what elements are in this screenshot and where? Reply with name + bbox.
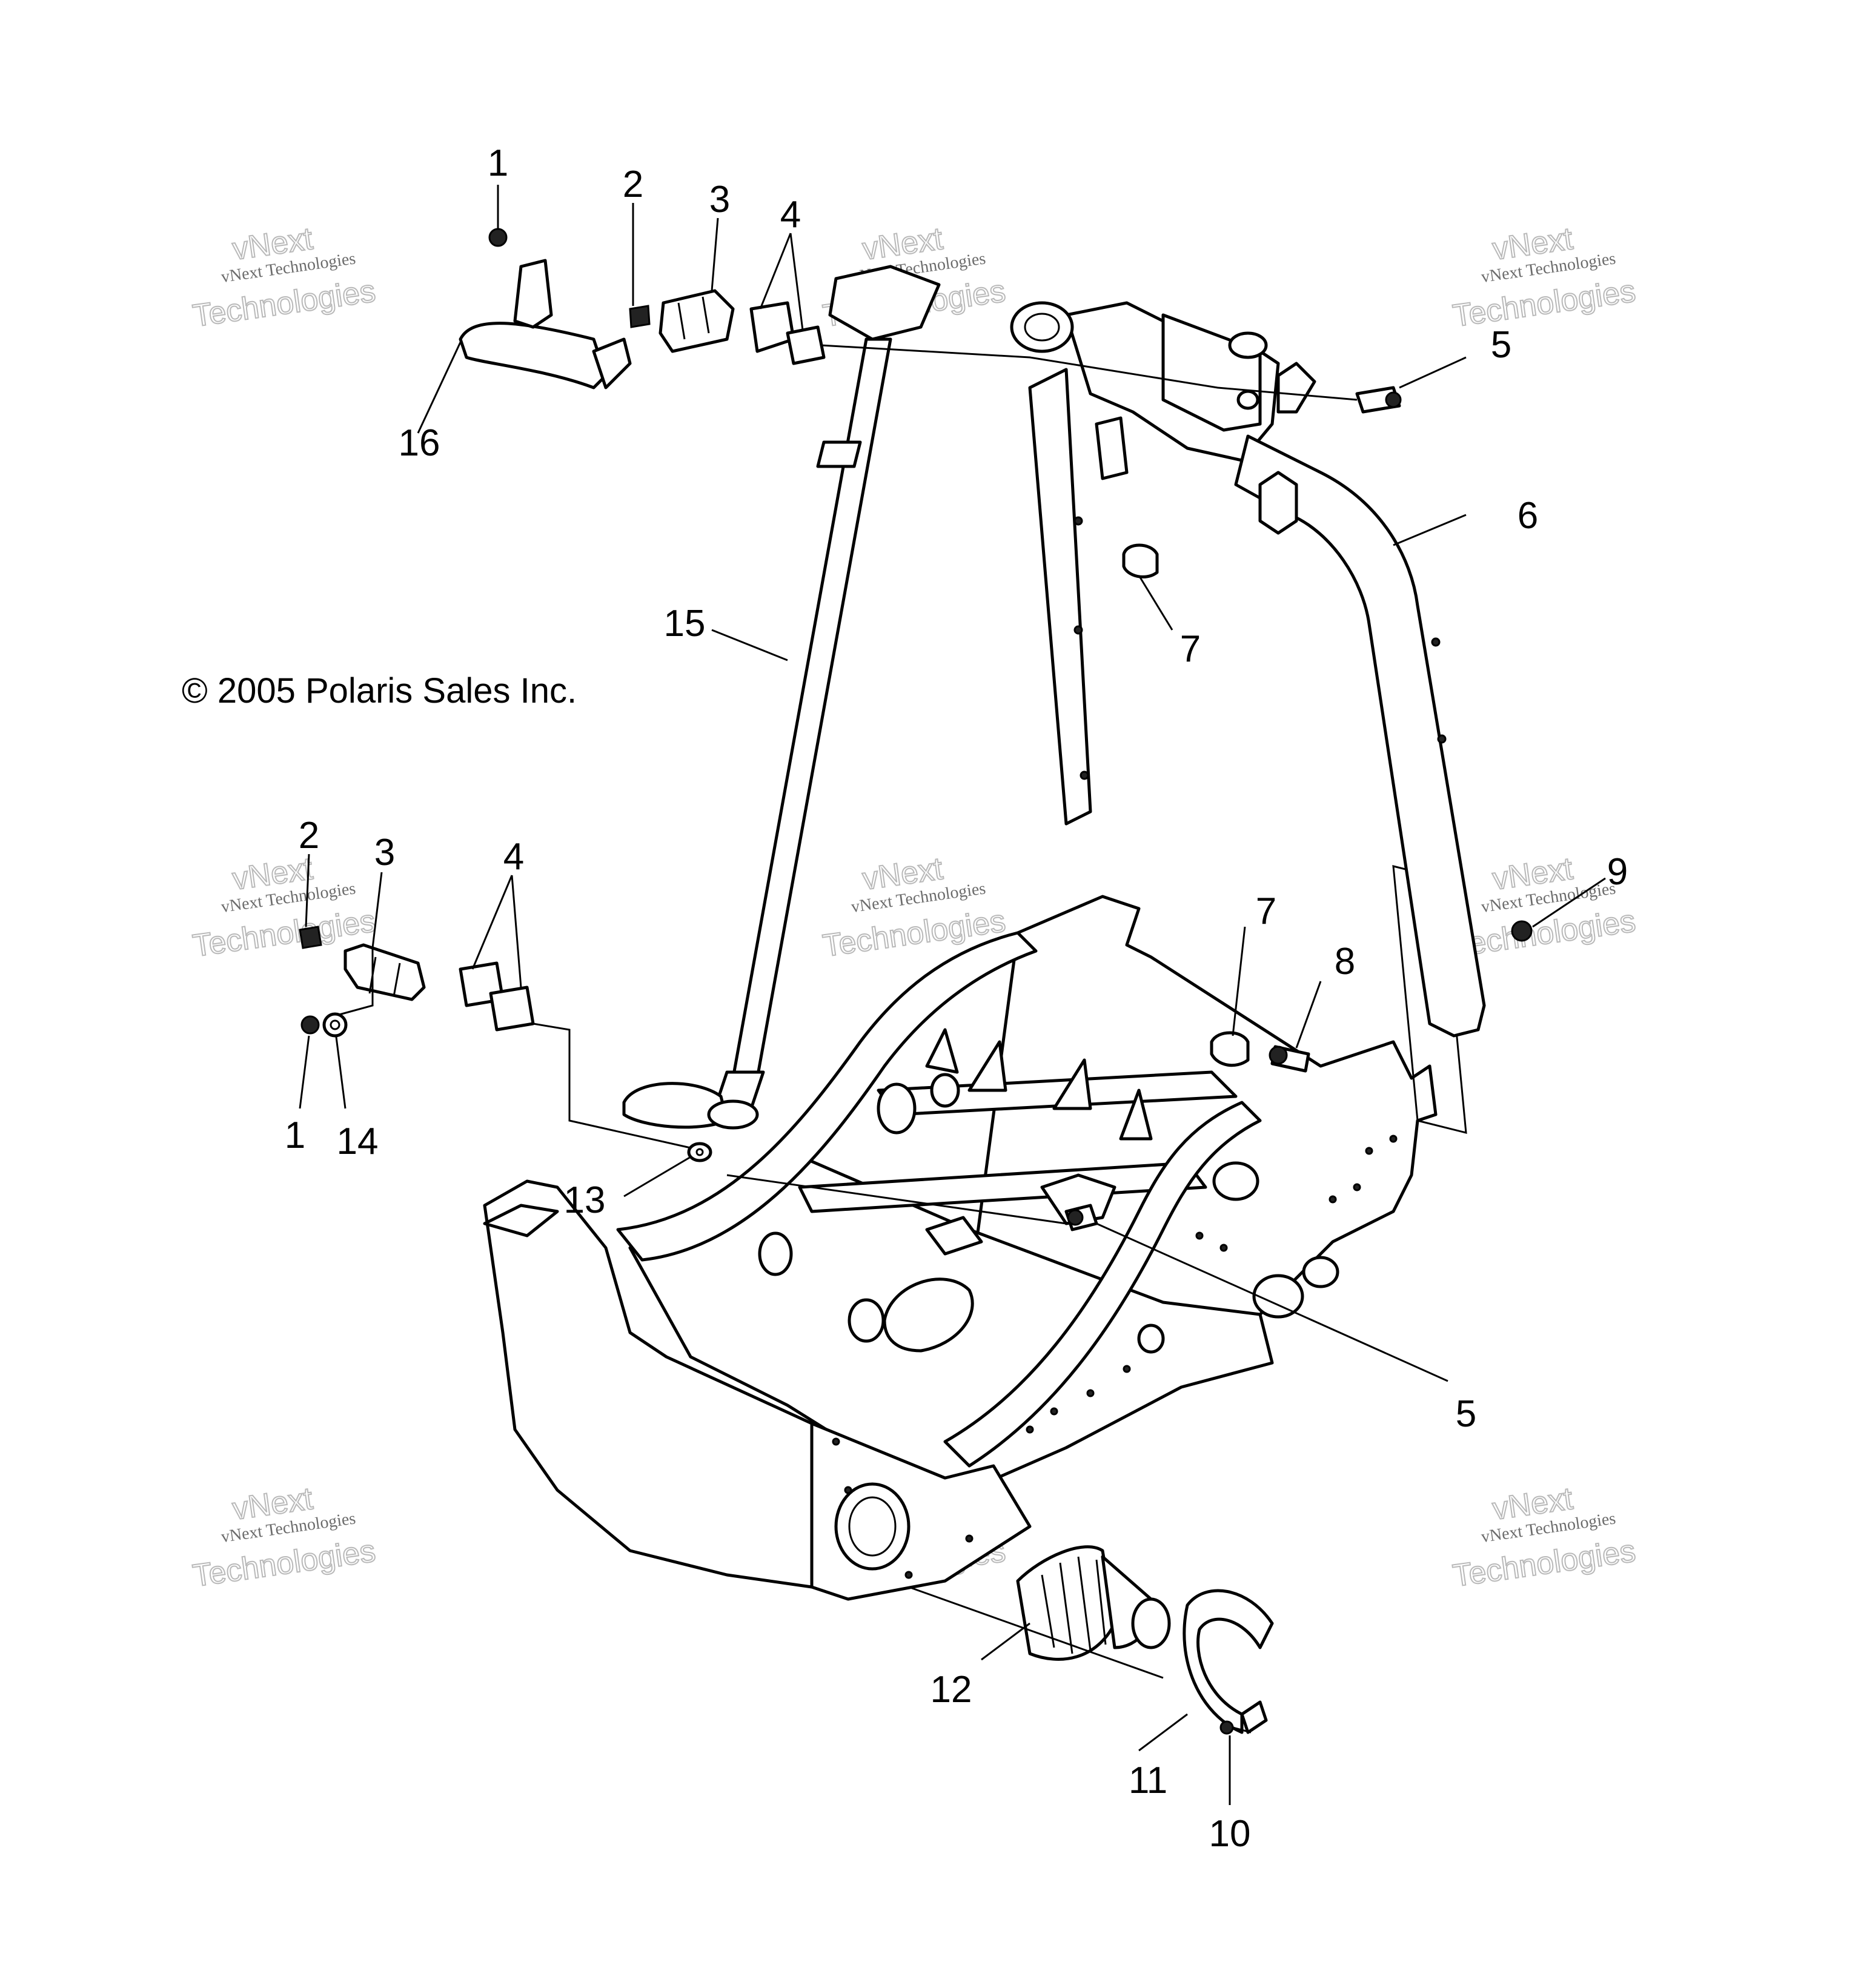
bolt-part-8	[1269, 1045, 1310, 1073]
washer-part-14	[322, 1012, 348, 1038]
bracket-part-16	[459, 259, 632, 389]
bolt-part-2-top	[629, 305, 651, 328]
callout-7-bottom: 7	[1256, 890, 1276, 932]
watermark-top-right: vNext vNext Technologies Technologies	[1450, 220, 1639, 334]
washer-part-13	[687, 1142, 712, 1162]
svg-text:Technologies: Technologies	[1451, 273, 1638, 334]
clip-part-7-bottom	[1210, 1031, 1250, 1067]
bolt-part-5-bottom	[1064, 1204, 1098, 1231]
callout-4-top: 4	[780, 194, 801, 236]
callout-13: 13	[564, 1179, 606, 1221]
clip-part-7-top	[1122, 543, 1159, 578]
watermark-bottom-left: vNext vNext Technologies Technologies	[190, 1480, 379, 1594]
svg-text:Technologies: Technologies	[191, 273, 378, 334]
callout-8: 8	[1335, 941, 1355, 982]
callout-2-bottom: 2	[299, 815, 319, 856]
callout-16: 16	[399, 422, 440, 464]
watermark-bottom-right: vNext vNext Technologies Technologies	[1450, 1480, 1639, 1594]
clamp-part-3-top	[658, 289, 735, 353]
nut-part-1-top	[488, 228, 508, 247]
callout-5-top: 5	[1491, 324, 1511, 366]
steering-post-part-15	[622, 265, 941, 1130]
svg-text:Technologies: Technologies	[1451, 903, 1638, 964]
callout-15: 15	[664, 603, 706, 644]
nut-part-1-bottom	[300, 1015, 320, 1035]
callout-labels: 1 2 3 4 5 6 7 15 16 2 3 4 1 14 7 8 9 13 …	[285, 142, 1628, 1855]
callout-3-top: 3	[709, 179, 730, 220]
ring-part-11	[1183, 1589, 1274, 1734]
callout-7-top: 7	[1180, 628, 1201, 670]
callout-2-top: 2	[623, 164, 643, 205]
leader-lines	[299, 185, 1606, 1805]
callout-12: 12	[930, 1669, 972, 1711]
callout-4-bottom: 4	[503, 836, 524, 878]
copyright-notice: © 2005 Polaris Sales Inc.	[182, 671, 577, 711]
nut-part-9	[1511, 920, 1533, 942]
callout-1-top: 1	[488, 142, 508, 184]
svg-text:Technologies: Technologies	[191, 1533, 378, 1594]
callout-10: 10	[1209, 1813, 1251, 1855]
clamp-part-3-bottom	[343, 943, 426, 1001]
bolt-part-2-bottom	[299, 926, 322, 949]
clamp-part-4-top	[749, 301, 826, 365]
bolt-part-5-top	[1355, 386, 1402, 414]
watermark-top-left: vNext vNext Technologies Technologies	[190, 220, 379, 334]
screw-part-10	[1219, 1720, 1252, 1735]
upper-frame-part-6	[1010, 301, 1486, 1038]
frame-rivets	[832, 1135, 1398, 1579]
main-frame	[483, 865, 1467, 1601]
callout-1-bottom: 1	[285, 1115, 305, 1156]
callout-14: 14	[337, 1121, 379, 1162]
boot-part-12	[1016, 1545, 1171, 1661]
watermark-mid-left: vNext vNext Technologies Technologies	[190, 850, 379, 964]
callout-5-bottom: 5	[1456, 1393, 1476, 1435]
callout-9: 9	[1607, 851, 1628, 893]
clamp-part-4-bottom	[459, 961, 535, 1032]
callout-6: 6	[1518, 495, 1538, 537]
callout-11: 11	[1129, 1760, 1167, 1801]
svg-text:Technologies: Technologies	[1451, 1533, 1638, 1594]
callout-3-bottom: 3	[374, 832, 395, 873]
